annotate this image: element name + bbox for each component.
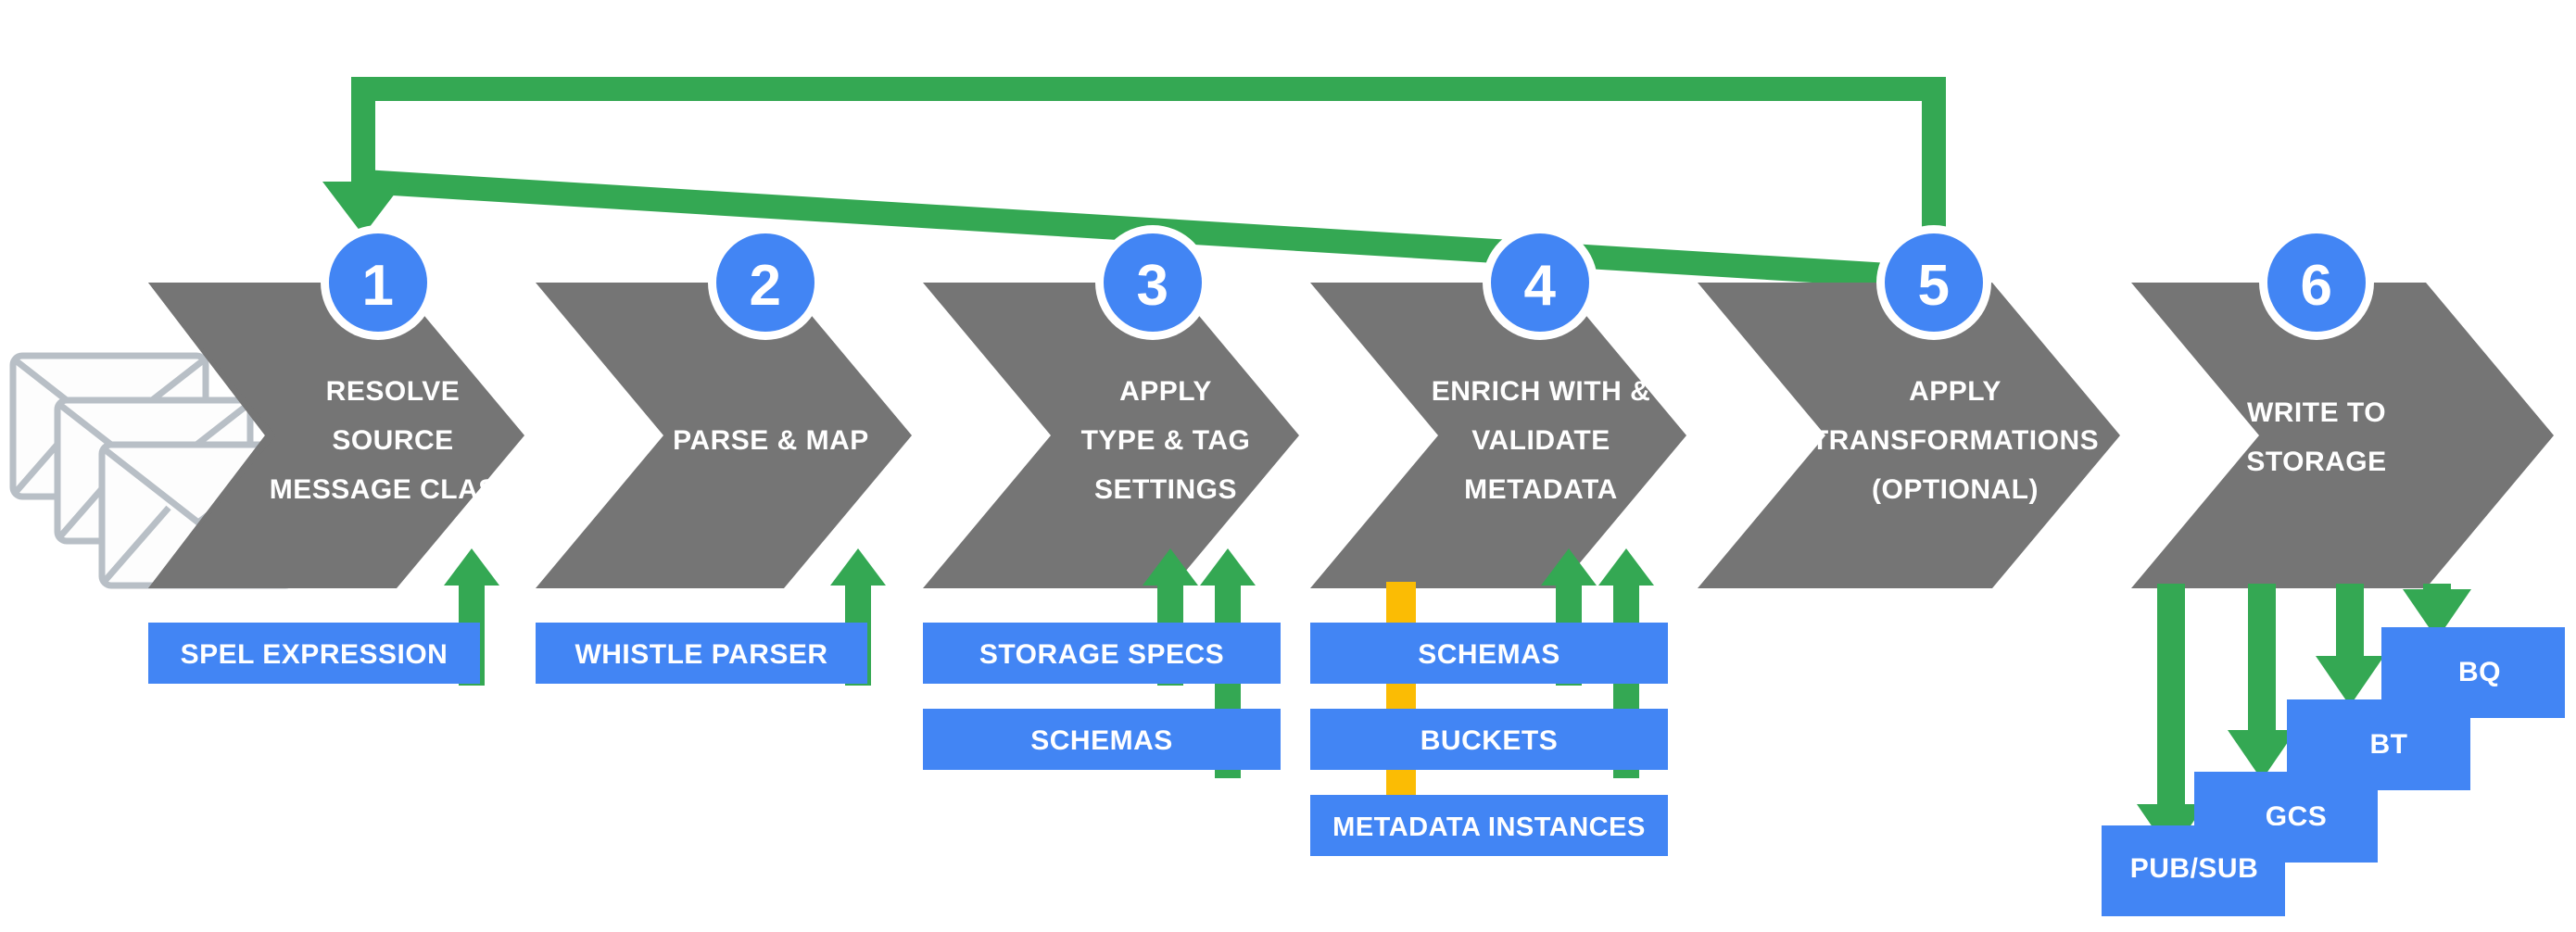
- chevron-text-step-1: RESOLVE SOURCE MESSAGE CLASS: [270, 376, 517, 505]
- step-circle-1[interactable]: 1: [321, 225, 436, 340]
- feedback-loop-arrow: [322, 77, 1946, 291]
- chevron-step-6: [2131, 283, 2554, 588]
- box-label: SPEL EXPRESSION: [181, 639, 448, 670]
- chevron-line: SOURCE: [332, 425, 453, 456]
- chevron-text-step-2: PARSE & MAP: [673, 425, 869, 456]
- chevron-text-step-5: APPLY TRANSFORMATIONS (OPTIONAL): [1812, 376, 2099, 505]
- chevron-step-3: [923, 283, 1299, 588]
- step-circle-2[interactable]: 2: [708, 225, 823, 340]
- chevron-step-2: [536, 283, 912, 588]
- box-label: METADATA INSTANCES: [1332, 812, 1646, 842]
- chevron-step-5: [1698, 283, 2120, 588]
- box-buckets[interactable]: BUCKETS: [1310, 709, 1668, 770]
- step-circle-5[interactable]: 5: [1876, 225, 1991, 340]
- box-spel-expression[interactable]: SPEL EXPRESSION: [148, 623, 480, 684]
- green-down-arrow-gcs: [2228, 584, 2296, 780]
- step-number: 4: [1524, 254, 1557, 318]
- step-circle-6[interactable]: 6: [2259, 225, 2374, 340]
- step-number: 2: [750, 254, 782, 318]
- chevron-text-step-3: APPLY TYPE & TAG SETTINGS: [1081, 376, 1251, 505]
- box-metadata-instances[interactable]: METADATA INSTANCES: [1310, 795, 1668, 856]
- green-down-arrow-bt: [2316, 584, 2384, 706]
- chevron-line: METADATA: [1464, 474, 1618, 505]
- box-label: BQ: [2458, 657, 2501, 687]
- box-pubsub[interactable]: PUB/SUB: [2102, 825, 2285, 916]
- step-circle-4[interactable]: 4: [1483, 225, 1597, 340]
- chevron-line: TYPE & TAG: [1081, 425, 1251, 456]
- box-label: PUB/SUB: [2130, 853, 2259, 884]
- chevron-line: VALIDATE: [1471, 425, 1610, 456]
- step-number: 3: [1137, 254, 1169, 318]
- chevron-step-1: [148, 283, 524, 588]
- step-number: 5: [1918, 254, 1951, 318]
- chevron-text-step-4: ENRICH WITH & VALIDATE METADATA: [1432, 376, 1650, 505]
- box-schemas-step4[interactable]: SCHEMAS: [1310, 623, 1668, 684]
- box-schemas-step3[interactable]: SCHEMAS: [923, 709, 1281, 770]
- box-label: BUCKETS: [1421, 725, 1559, 756]
- box-storage-specs[interactable]: STORAGE SPECS: [923, 623, 1281, 684]
- box-label: STORAGE SPECS: [979, 639, 1224, 670]
- step-circle-3[interactable]: 3: [1095, 225, 1210, 340]
- step-number: 6: [2301, 254, 2333, 318]
- chevron-line: APPLY: [1119, 376, 1212, 407]
- box-label: WHISTLE PARSER: [575, 639, 827, 670]
- box-label: SCHEMAS: [1418, 639, 1560, 670]
- chevron-line: SETTINGS: [1094, 474, 1237, 505]
- box-whistle-parser[interactable]: WHISTLE PARSER: [536, 623, 867, 684]
- chevron-line: APPLY: [1909, 376, 2001, 407]
- chevron-line: RESOLVE: [326, 376, 461, 407]
- chevron-line: ENRICH WITH &: [1432, 376, 1650, 407]
- green-down-arrow-bq: [2403, 584, 2471, 639]
- step-number: 1: [362, 254, 395, 318]
- chevron-line: PARSE & MAP: [673, 425, 869, 456]
- chevron-text-step-6: WRITE TO STORAGE: [2246, 397, 2386, 477]
- chevron-line: (OPTIONAL): [1872, 474, 2039, 505]
- chevron-line: WRITE TO: [2247, 397, 2386, 428]
- box-label: SCHEMAS: [1030, 725, 1173, 756]
- chevron-line: STORAGE: [2246, 447, 2386, 477]
- chevron-line: MESSAGE CLASS: [270, 474, 517, 505]
- box-label: BT: [2370, 729, 2408, 760]
- chevron-step-4: [1310, 283, 1686, 588]
- chevron-line: TRANSFORMATIONS: [1812, 425, 2099, 456]
